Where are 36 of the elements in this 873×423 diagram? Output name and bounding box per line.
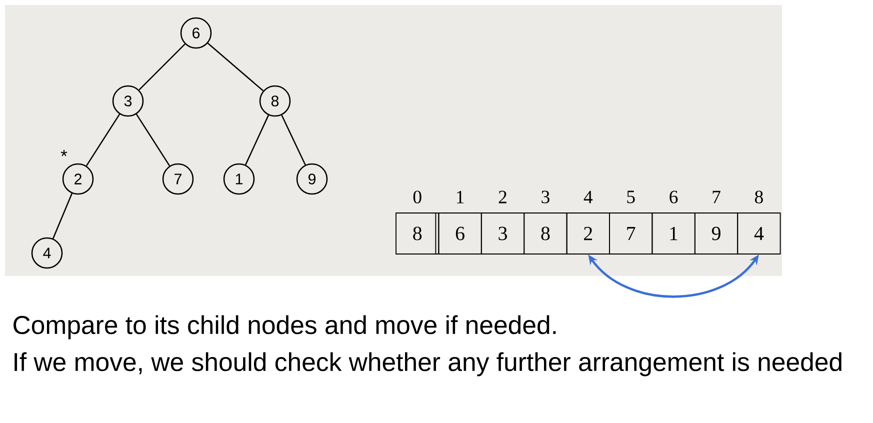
index-number: 3	[542, 190, 550, 204]
index-number: 2	[498, 190, 506, 204]
tree-node: 7	[162, 163, 194, 195]
index-number: 0	[413, 190, 422, 204]
index-number: 6	[670, 190, 678, 204]
tree-edge	[86, 114, 120, 166]
tree-edge	[138, 44, 186, 90]
tree-edge	[136, 114, 170, 166]
index-number: 4	[584, 190, 593, 204]
tree-node: 4	[31, 237, 63, 269]
array-cell: 2	[566, 212, 610, 254]
tree-node: 2	[62, 163, 94, 195]
index-number: 7	[712, 190, 720, 204]
note-text: If we move, we should check whether any further arrangement is needed	[14, 352, 842, 376]
tree-node: 8	[259, 85, 291, 117]
array-cell: 4	[737, 212, 781, 254]
tree-edge	[244, 114, 270, 166]
index-number: 1	[457, 190, 464, 204]
note-text: Compare to its child nodes and move if needed.	[14, 315, 556, 340]
array-cell: 1	[652, 212, 696, 254]
tree-node: 1	[223, 163, 255, 195]
tree-node: 9	[296, 163, 328, 195]
array-cell: 9	[694, 212, 738, 254]
array-cell: 8	[396, 212, 440, 254]
tree-edge	[207, 42, 264, 92]
index-number: 8	[754, 190, 763, 204]
array-cell: 6	[438, 212, 482, 254]
index-number: 5	[627, 190, 635, 204]
asterisk: *	[60, 150, 68, 156]
tree-node: 3	[112, 85, 144, 117]
tree-node: 6	[180, 17, 212, 49]
array-cell: 7	[609, 212, 653, 254]
array-cell: 3	[480, 212, 525, 254]
tree-edge	[281, 114, 306, 166]
array-cell: 8	[524, 212, 568, 254]
tree-edge	[52, 193, 73, 239]
